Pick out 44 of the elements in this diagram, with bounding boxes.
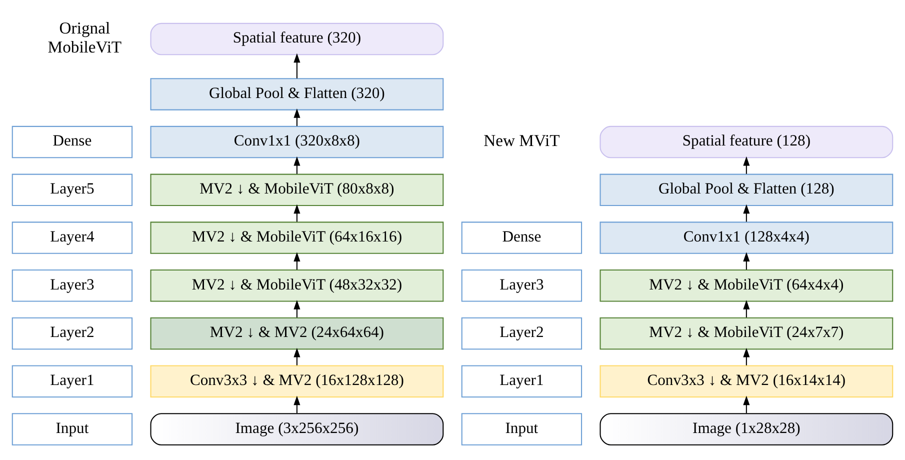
node-box: Conv3x3 ↓ & MV2 (16x14x14) — [600, 364, 894, 397]
node-box: MV2 ↓ & MobileViT (64x16x16) — [150, 221, 444, 254]
node-box: Image (1x28x28) — [600, 412, 894, 445]
node-box: Layer1 — [12, 364, 133, 397]
node-box: Spatial feature (320) — [150, 22, 444, 55]
node-box: Global Pool & Flatten (128) — [600, 173, 894, 206]
arrow — [743, 156, 750, 174]
node-box: MV2 ↓ & MobileViT (64x4x4) — [600, 269, 894, 302]
arrow — [743, 204, 750, 222]
node-box: MV2 ↓ & MobileViT (24x7x7) — [600, 316, 894, 350]
node-box: Input — [12, 412, 133, 445]
node-box: Conv1x1 (320x8x8) — [150, 125, 444, 158]
arrow — [743, 347, 750, 365]
label: New MViT — [484, 130, 560, 150]
node-box: Global Pool & Flatten (320) — [150, 78, 444, 110]
arrow — [294, 395, 300, 413]
node-box: Dense — [12, 125, 133, 158]
node-box: Image (3x256x256) — [150, 412, 444, 445]
arrow — [743, 299, 750, 317]
arrow — [294, 299, 300, 317]
node-box: MV2 ↓ & MobileViT (80x8x8) — [150, 173, 444, 206]
arrow — [743, 252, 750, 270]
node-box: Layer2 — [12, 316, 133, 350]
node-box: MV2 ↓ & MobileViT (48x32x32) — [150, 269, 444, 302]
label: Orignal MobileViT — [48, 18, 122, 56]
arrow — [294, 52, 300, 78]
node-box: Conv3x3 ↓ & MV2 (16x128x128) — [150, 364, 444, 397]
node-box: Dense — [461, 221, 582, 254]
node-box: Layer4 — [12, 221, 133, 254]
node-box: Spatial feature (128) — [600, 125, 894, 158]
node-box: Layer2 — [461, 316, 582, 350]
node-box: Conv1x1 (128x4x4) — [600, 221, 894, 254]
arrow — [294, 108, 300, 126]
arrow — [294, 204, 300, 222]
node-box: MV2 ↓ & MV2 (24x64x64) — [150, 316, 444, 350]
node-box: Input — [461, 412, 582, 445]
node-box: Layer1 — [461, 364, 582, 397]
arrow — [294, 156, 300, 174]
node-box: Layer5 — [12, 173, 133, 206]
arrow — [294, 252, 300, 270]
arrow — [743, 395, 750, 413]
node-box: Layer3 — [461, 269, 582, 302]
arrow — [294, 347, 300, 365]
node-box: Layer3 — [12, 269, 133, 302]
